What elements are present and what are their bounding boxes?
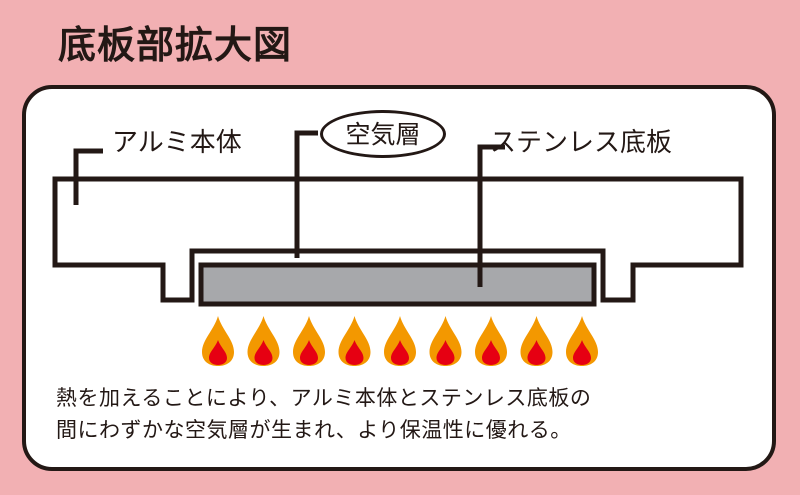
label-air-layer-bubble: 空気層: [320, 110, 446, 158]
leader-line-air-layer: [294, 130, 318, 258]
description-line-1: 熱を加えることにより、アルミ本体とステンレス底板の: [56, 386, 592, 410]
leader-line-stainless: [477, 144, 505, 287]
flame-core: [391, 340, 409, 365]
label-stainless-bottom: ステンレス底板: [490, 128, 673, 158]
label-aluminum-body: アルミ本体: [112, 128, 242, 158]
aluminum-body-outline: [52, 176, 744, 303]
flame-core: [345, 340, 364, 365]
flames-group: [202, 316, 598, 366]
flame-core: [436, 340, 455, 365]
description: 熱を加えることにより、アルミ本体とステンレス底板の 間にわずかな空気層が生まれ、…: [56, 382, 756, 446]
stainless-bottom-plate: [198, 262, 597, 307]
description-line-2: 間にわずかな空気層が生まれ、より保温性に優れる。: [56, 418, 572, 442]
flame-core: [573, 340, 591, 365]
leader-line-aluminum: [73, 148, 103, 205]
flame-core: [254, 340, 273, 365]
flame-core: [300, 340, 318, 365]
flame-core: [209, 340, 227, 365]
flame-core: [482, 340, 500, 365]
flame-core: [527, 340, 546, 365]
label-air-layer: 空気層: [345, 119, 421, 149]
diagram-title: 底板部拡大図: [58, 23, 293, 67]
